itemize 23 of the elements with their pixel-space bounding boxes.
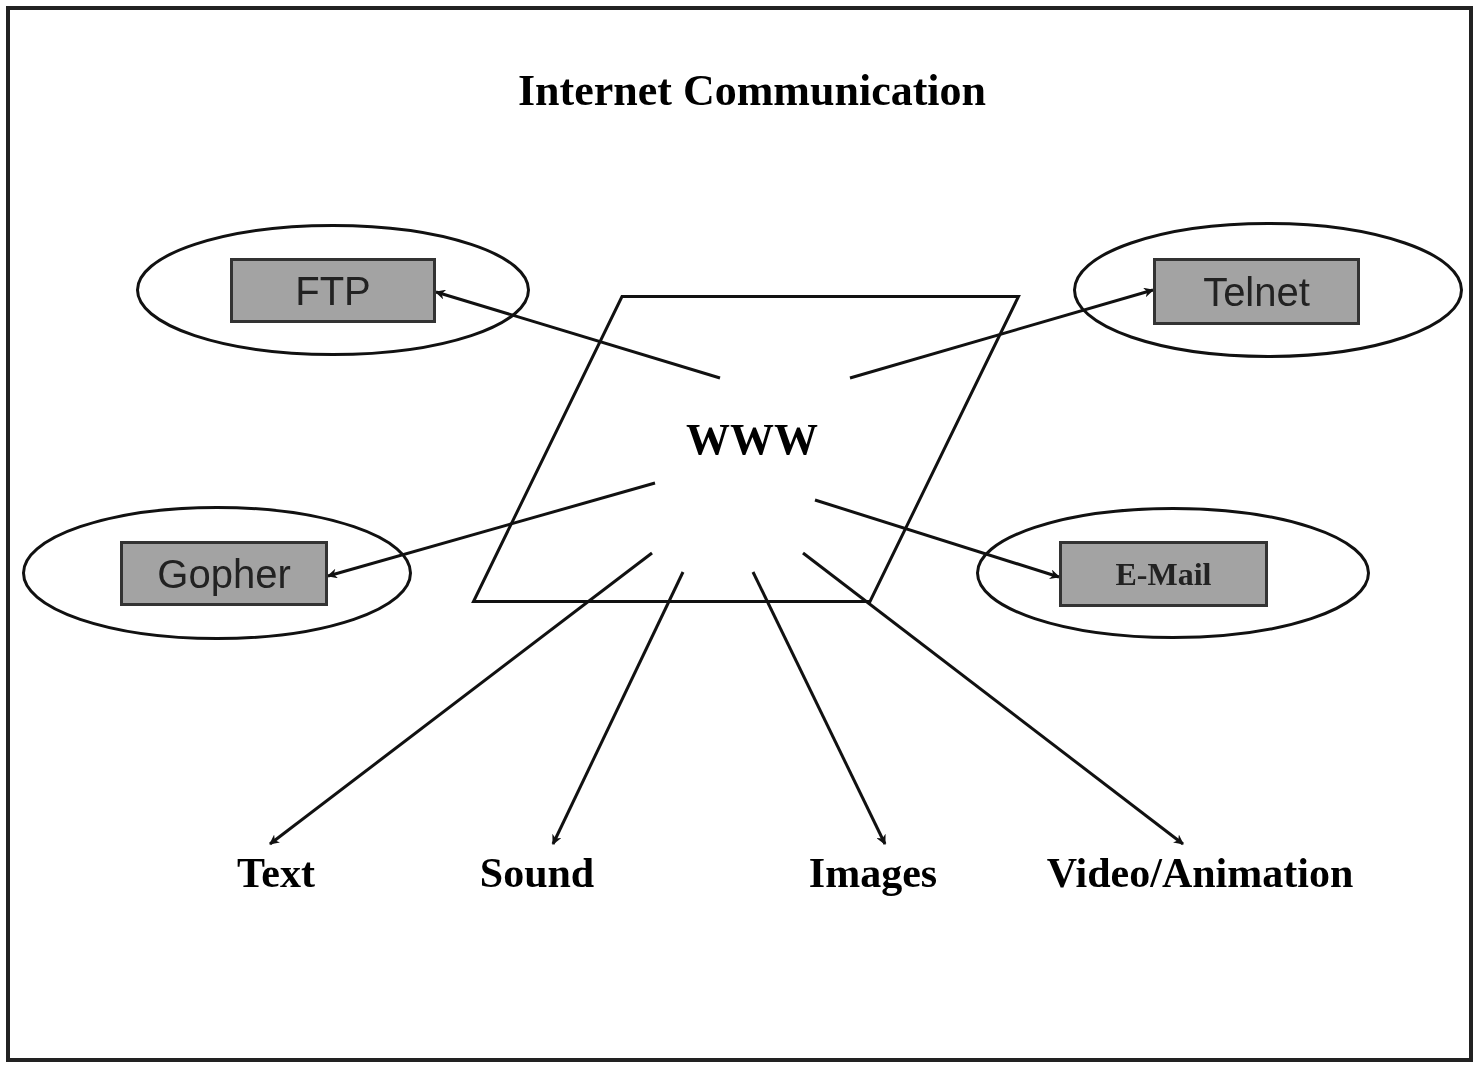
service-ellipse [22,506,412,640]
media-label: Images [793,844,953,902]
www-label: WWW [685,414,819,466]
arrow [551,571,685,845]
service-ellipse [1073,222,1463,358]
service-ellipse [976,507,1370,639]
arrow [802,551,1184,846]
media-label: Text [216,844,336,902]
arrow [751,571,887,845]
media-label: Sound [462,844,612,902]
diagram-title: Internet Communication [516,65,988,117]
service-box: Gopher [120,541,328,606]
arrow [269,551,653,846]
service-box: FTP [230,258,436,323]
arrow [435,289,721,380]
service-ellipse [136,224,530,356]
service-box: E-Mail [1059,541,1268,607]
media-label: Video/Animation [1015,844,1385,902]
service-box: Telnet [1153,258,1360,325]
arrow [849,287,1154,380]
www-parallelogram [472,295,1020,603]
arrow [814,498,1060,580]
arrow [327,481,656,579]
